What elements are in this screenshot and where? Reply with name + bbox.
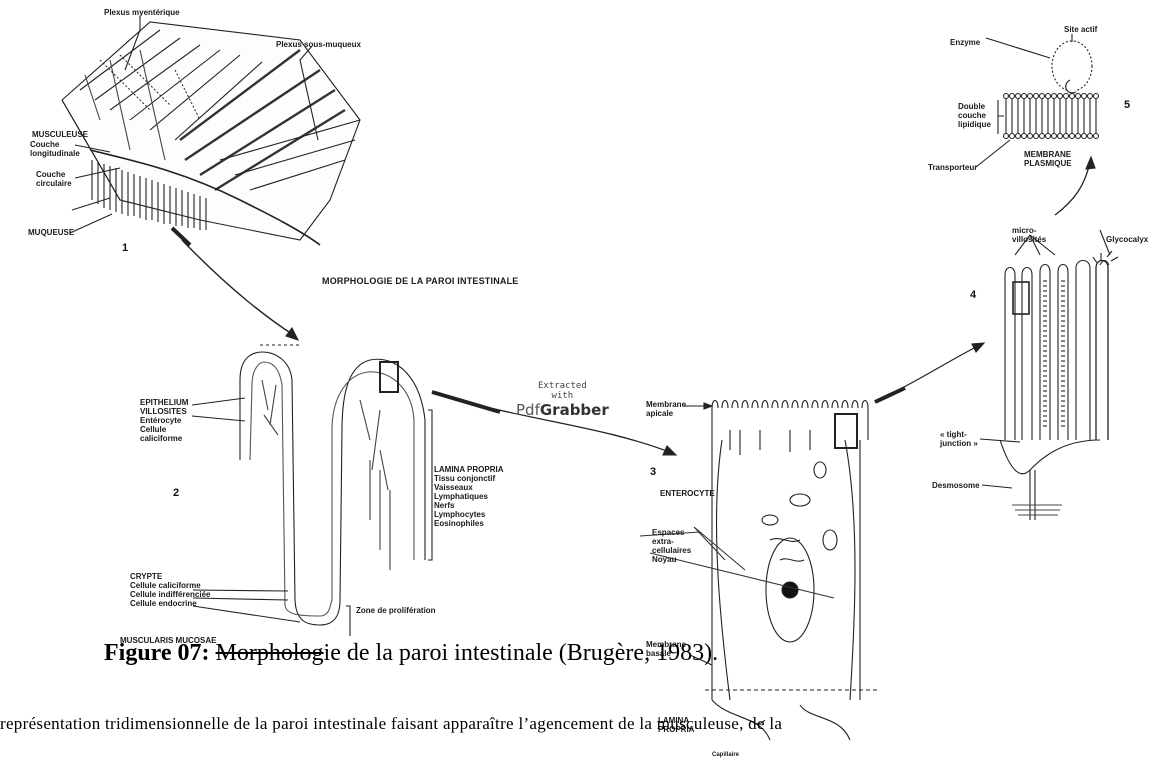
panel4-microvilli — [980, 230, 1118, 520]
label-tight-junction: « tight- junction » — [940, 430, 978, 448]
watermark-brand: PdfGrabber — [516, 401, 609, 419]
panel-number-4: 4 — [970, 289, 976, 301]
figure-caption: Figure 07: Morphologie de la paroi intes… — [104, 640, 718, 667]
panel1-wall-block — [62, 22, 360, 245]
label-lamina-propria-villus: LAMINA PROPRIA Tissu conjonctif Vaisseau… — [434, 465, 503, 528]
panel3-enterocyte — [640, 401, 880, 741]
label-membrane-plasmique: MEMBRANE PLASMIQUE — [1024, 150, 1072, 168]
label-desmosome: Desmosome — [932, 481, 980, 490]
watermark-brand-bold: Grabber — [540, 401, 609, 419]
label-musculeuse: MUSCULEUSE — [32, 130, 88, 139]
label-couche-longitudinale: Couche longitudinale — [30, 140, 80, 158]
label-zone-proliferation: Zone de prolifération — [356, 606, 436, 615]
panel5-membrane — [976, 34, 1099, 167]
label-plexus-myenterique: Plexus myentérique — [104, 8, 180, 17]
pdfgrabber-watermark: Extracted with PdfGrabber — [516, 381, 609, 419]
label-transporteur: Transporteur — [928, 163, 977, 172]
watermark-brand-light: Pdf — [516, 401, 540, 419]
label-membrane-apicale: Membrane apicale — [646, 400, 686, 418]
panel2-villus — [240, 345, 425, 625]
label-capillaire: Capillaire — [712, 752, 739, 759]
label-epithelium-villosites: EPITHELIUM VILLOSITES Entérocyte Cellule… — [140, 398, 188, 443]
caption-figure-label: Figure 07: — [104, 640, 210, 666]
panel-number-2: 2 — [173, 487, 179, 499]
caption-rest-text: ie de la paroi intestinale (Brugère, 198… — [324, 640, 719, 666]
caption-struck-text: Morpholog — [216, 640, 324, 666]
panel-number-1: 1 — [122, 242, 128, 254]
panel-number-5: 5 — [1124, 99, 1130, 111]
label-espaces-extracellulaires: Espaces extra- cellulaires Noyau — [652, 528, 691, 564]
body-paragraph: représentation tridimensionnelle de la p… — [0, 714, 1152, 734]
label-crypte: CRYPTE Cellule caliciforme Cellule indif… — [130, 572, 210, 608]
label-glycocalyx: Glycocalyx — [1106, 235, 1148, 244]
label-couche-circulaire: Couche circulaire — [36, 170, 72, 188]
label-muqueuse: MUQUEUSE — [28, 228, 74, 237]
watermark-line2: with — [516, 391, 609, 401]
watermark-line1: Extracted — [516, 381, 609, 391]
label-enzyme: Enzyme — [950, 38, 980, 47]
label-double-couche-lipidique: Double couche lipidique — [958, 102, 991, 129]
label-site-actif: Site actif — [1064, 25, 1097, 34]
label-microvillosites: micro- villosités — [1012, 226, 1046, 244]
label-enterocyte: ENTEROCYTE — [660, 489, 715, 498]
panel-number-3: 3 — [650, 466, 656, 478]
label-plexus-sous-muqueux: Plexus sous-muqueux — [276, 40, 361, 49]
figure-main-title: MORPHOLOGIE DE LA PAROI INTESTINALE — [322, 277, 519, 286]
